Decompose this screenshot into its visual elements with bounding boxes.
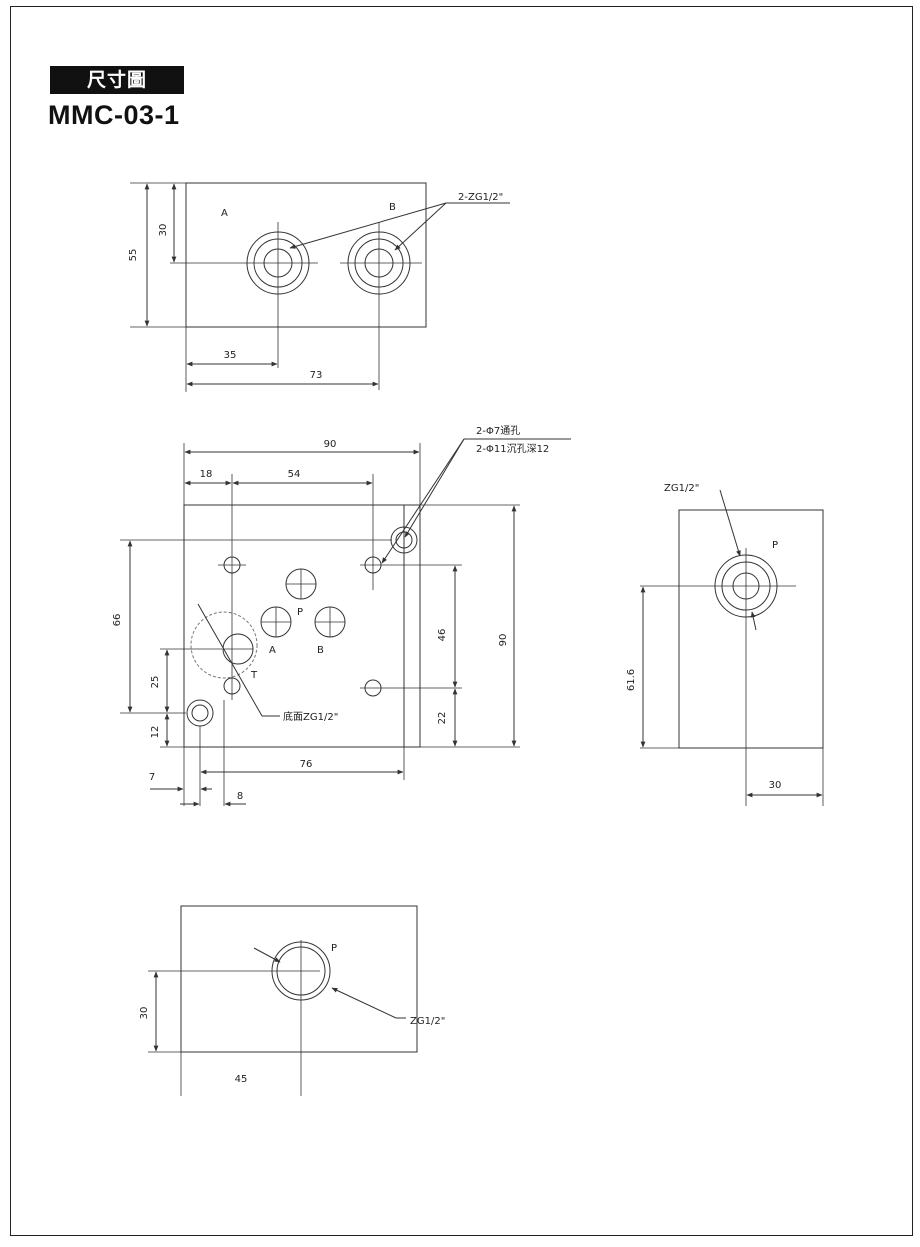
dim-46: 46 bbox=[437, 629, 448, 642]
dim-18: 18 bbox=[200, 469, 213, 480]
top-view: A B 2-ZG1/2" 55 30 35 73 bbox=[128, 182, 510, 392]
dim-25: 25 bbox=[150, 676, 161, 689]
dim-30-bottom: 30 bbox=[139, 1007, 150, 1020]
dim-54: 54 bbox=[288, 469, 301, 480]
dim-8: 8 bbox=[237, 791, 243, 802]
side-thread-note: ZG1/2" bbox=[664, 483, 699, 494]
main-view: 90 18 54 2-Φ7通孔 2-Φ11沉孔深12 bbox=[112, 425, 571, 807]
bolt-hole bbox=[223, 677, 241, 695]
bottom-port-hidden-circle bbox=[190, 611, 258, 679]
bottom-thread-note: ZG1/2" bbox=[410, 1016, 445, 1027]
top-view-body bbox=[185, 182, 427, 328]
port-a-label: A bbox=[269, 645, 276, 656]
port-b-label: B bbox=[389, 202, 396, 213]
counterbore-hole-bottom bbox=[186, 699, 214, 727]
dim-76: 76 bbox=[300, 759, 313, 770]
side-port-p-label: P bbox=[772, 540, 778, 551]
dim-45: 45 bbox=[235, 1074, 248, 1085]
through-hole-note: 2-Φ7通孔 bbox=[476, 425, 520, 437]
bottom-port-note: 底面ZG1/2" bbox=[283, 710, 338, 723]
dim-35: 35 bbox=[224, 350, 237, 361]
bottom-view: P ZG1/2" 30 45 bbox=[139, 905, 445, 1096]
top-thread-note: 2-ZG1/2" bbox=[458, 192, 503, 203]
counterbore-note: 2-Φ11沉孔深12 bbox=[476, 442, 549, 455]
dim-55: 55 bbox=[128, 249, 139, 262]
model-number: MMC-03-1 bbox=[48, 100, 180, 130]
dim-61-6: 61.6 bbox=[626, 669, 637, 691]
main-view-body bbox=[183, 504, 421, 748]
dim-12: 12 bbox=[150, 726, 161, 739]
side-view-body bbox=[678, 509, 824, 749]
dimension-drawing-badge: 尺寸圖 bbox=[50, 66, 184, 94]
dim-73: 73 bbox=[310, 370, 323, 381]
port-a-label: A bbox=[221, 208, 228, 219]
port-a-circle bbox=[246, 231, 310, 295]
dim-30-top: 30 bbox=[158, 224, 169, 237]
dim-66: 66 bbox=[112, 614, 123, 627]
dim-90-width: 90 bbox=[324, 439, 337, 450]
bottom-view-body bbox=[180, 905, 418, 1053]
bottom-port-p-label: P bbox=[331, 943, 337, 954]
dim-7: 7 bbox=[149, 772, 155, 783]
drawing-frame bbox=[10, 6, 913, 1236]
dim-22: 22 bbox=[437, 712, 448, 725]
side-view: P ZG1/2" 61.6 30 bbox=[626, 483, 824, 806]
port-t-label: T bbox=[250, 670, 258, 681]
dim-90-height: 90 bbox=[498, 634, 509, 647]
port-b-circle bbox=[347, 231, 411, 295]
dim-30-side: 30 bbox=[769, 780, 782, 791]
port-b-label: B bbox=[317, 645, 324, 656]
port-p-label: P bbox=[297, 607, 303, 618]
